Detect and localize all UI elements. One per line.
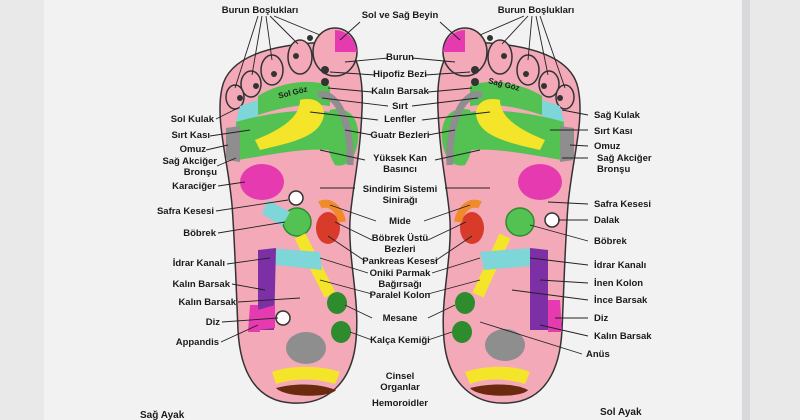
- label-kalin-barsak-left-2: Kalın Barsak: [178, 297, 236, 308]
- label-mide: Mide: [389, 216, 411, 227]
- label-anus: Anüs: [586, 349, 610, 360]
- label-oniki-parmak-bagirsagi: Oniki Parmak Bağırsağı: [369, 268, 431, 290]
- leader-lines: [205, 15, 589, 355]
- label-bobrek-left: Böbrek: [183, 228, 216, 239]
- label-bobrek-right: Böbrek: [594, 236, 627, 247]
- label-idrar-kanali-right: İdrar Kanalı: [594, 260, 647, 271]
- label-ince-barsak: İnce Barsak: [594, 295, 648, 306]
- left-foot-drawing: [436, 27, 581, 404]
- label-lenfler: Lenfler: [384, 114, 416, 125]
- label-safra-kesesi-left: Safra Kesesi: [156, 206, 214, 217]
- label-bobrek-ustu-bezleri: Böbrek Üstü Bezleri: [371, 233, 429, 255]
- foot-title-sol-ayak: Sol Ayak: [600, 407, 642, 418]
- label-dalak: Dalak: [594, 215, 620, 226]
- label-guatr-bezleri: Guatr Bezleri: [370, 130, 430, 141]
- label-mesane: Mesane: [382, 313, 418, 324]
- label-omuz-left: Omuz: [179, 144, 206, 155]
- label-hipofiz-bezi: Hipofiz Bezi: [373, 69, 427, 80]
- label-sirt-kasi-right: Sırt Kası: [594, 126, 633, 137]
- label-paralel-kolon: Paralel Kolon: [369, 290, 431, 301]
- label-kalin-barsak-left-1: Kalın Barsak: [172, 279, 230, 290]
- label-kalin-barsak-right: Kalın Barsak: [594, 331, 652, 342]
- label-sirt: Sırt: [392, 101, 408, 112]
- label-appandis: Appandis: [175, 337, 219, 348]
- label-safra-kesesi-right: Safra Kesesi: [594, 199, 652, 210]
- label-sag-akciger-bronsu-left: Sağ Akciğer Bronşu: [162, 156, 217, 178]
- label-omuz-right: Omuz: [594, 141, 621, 152]
- label-idrar-kanali-left: İdrar Kanalı: [172, 258, 225, 269]
- label-kalin-barsak-top: Kalın Barsak: [371, 86, 429, 97]
- label-sindirim-sistemi-siniragi: Sindirim Sistemi Sinirağı: [362, 184, 438, 206]
- label-pankreas-kesesi: Pankreas Kesesi: [362, 256, 438, 267]
- label-diz-right: Diz: [594, 313, 609, 324]
- label-diz-left: Diz: [205, 317, 220, 328]
- label-burun: Burun: [386, 52, 414, 63]
- label-yuksek-kan-basinci: Yüksek Kan Basıncı: [373, 153, 427, 175]
- label-sag-akciger-bronsu-right: Sağ Akciğer Bronşu: [597, 153, 652, 175]
- poster-board: [44, 0, 746, 420]
- label-sol-kulak: Sol Kulak: [170, 114, 214, 125]
- label-burun-bosluklari-left: Burun Boşlukları: [221, 5, 299, 16]
- label-inen-kolon: İnen Kolon: [594, 278, 644, 289]
- label-kalca-kemigi: Kalça Kemiği: [370, 335, 430, 346]
- label-hemoroidler: Hemoroidler: [372, 398, 428, 409]
- label-karaciger: Karaciğer: [172, 181, 216, 192]
- label-sol-ve-sag-beyin: Sol ve Sağ Beyin: [361, 10, 439, 21]
- right-foot-drawing: [219, 27, 364, 404]
- label-burun-bosluklari-right: Burun Boşlukları: [497, 5, 575, 16]
- foot-title-sag-ayak: Sağ Ayak: [140, 410, 185, 420]
- label-sirt-kasi-left: Sırt Kası: [171, 130, 210, 141]
- label-cinsel-organlar: Cinsel Organlar: [380, 371, 420, 393]
- label-sag-kulak: Sağ Kulak: [594, 110, 640, 121]
